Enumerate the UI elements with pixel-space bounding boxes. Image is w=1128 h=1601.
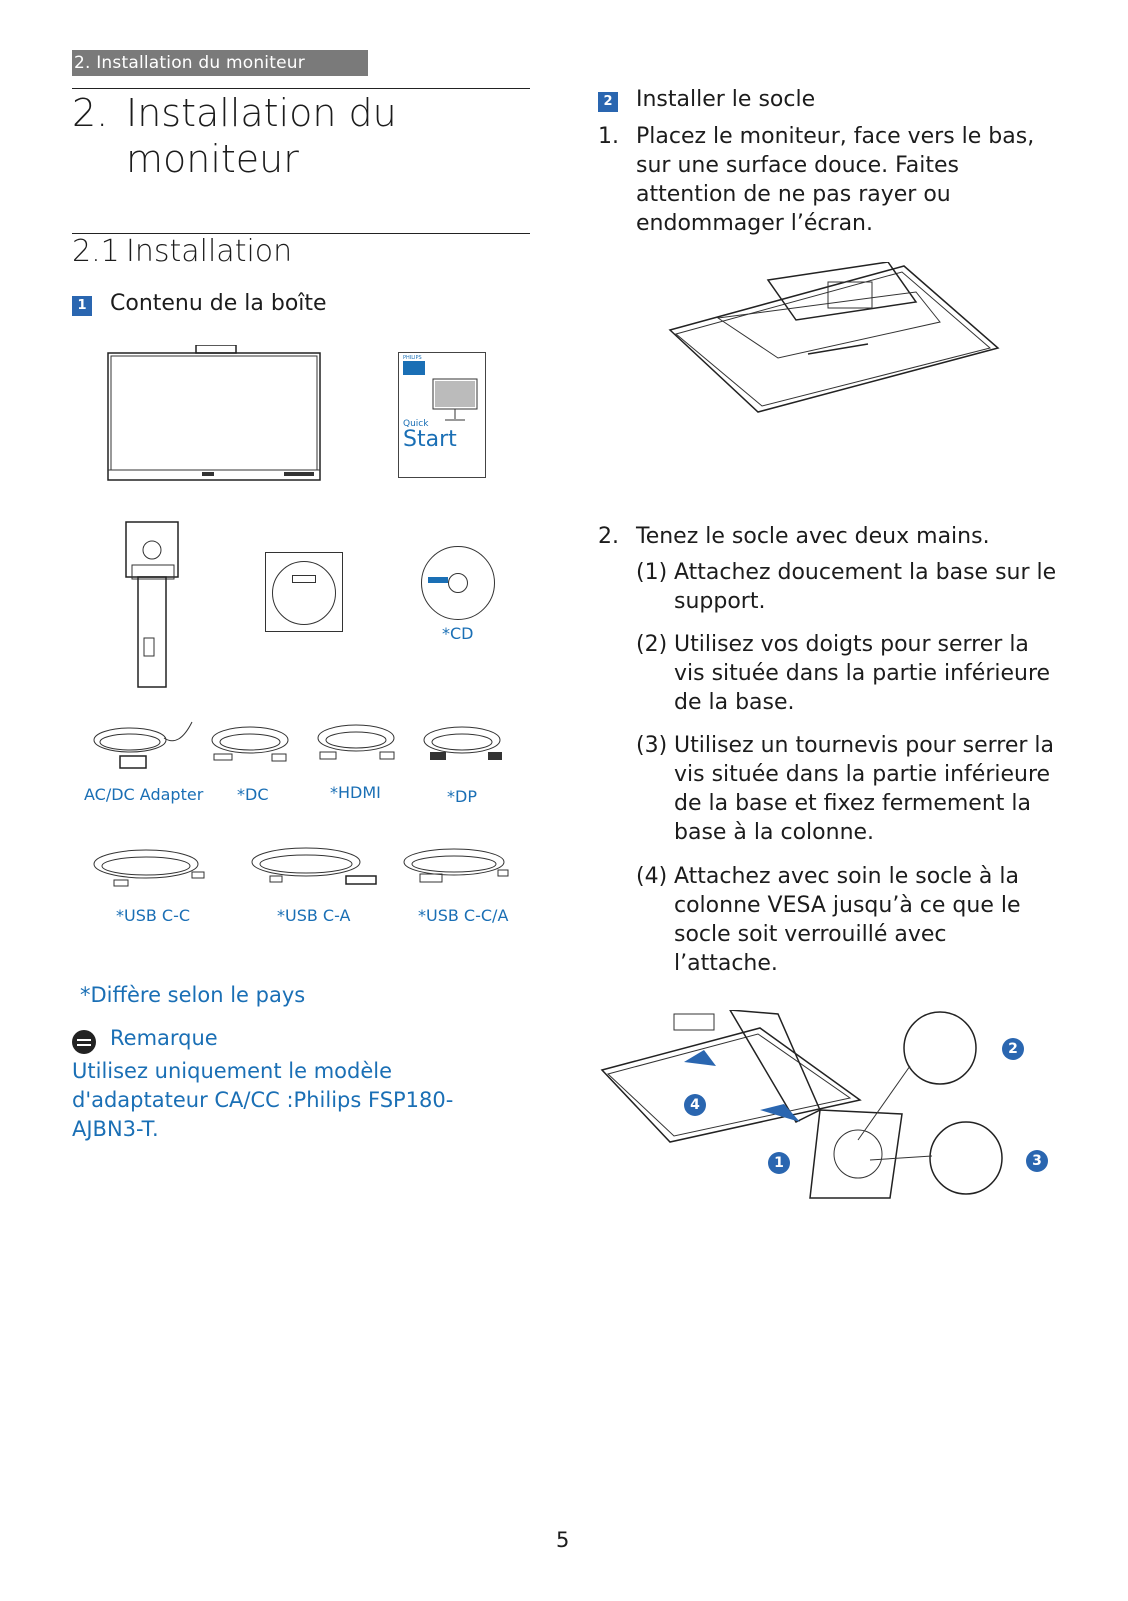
booklet-brand: PHILIPS (403, 355, 422, 361)
callout-1: 1 (768, 1152, 790, 1174)
cable-label-usb-c-a: *USB C-A (277, 906, 351, 925)
substep1-number: (1) (636, 560, 668, 585)
step1-text: Placez le moniteur, face vers le bas, su… (636, 124, 1035, 236)
section-rule (72, 233, 530, 234)
callout-2: 2 (1002, 1038, 1024, 1060)
substep1-text: Attachez doucement la base sur le suppor… (674, 560, 1057, 614)
chapter-rule (72, 88, 530, 89)
step1-number: 1. (598, 124, 619, 149)
substep3-number: (3) (636, 733, 668, 758)
booklet-start: Start (403, 427, 457, 452)
section-number: 2.1 (72, 234, 120, 269)
section-title: 2.1 Installation (72, 234, 292, 269)
substep3-text: Utilisez un tournevis pour serrer la vis… (674, 733, 1055, 845)
page-number: 5 (556, 1528, 570, 1552)
chapter-number: 2. (72, 91, 109, 135)
install-base-heading: Installer le socle (636, 87, 816, 112)
remark-title: Remarque (110, 1026, 218, 1050)
step-badge-1: 1 (72, 296, 92, 316)
monitor-face-down-illustration (668, 262, 1000, 413)
remark-text: Utilisez uniquement le modèle d'adaptate… (72, 1059, 454, 1141)
callout-3: 3 (1026, 1150, 1048, 1172)
substep2-text: Utilisez vos doigts pour serrer la vis s… (674, 632, 1051, 715)
cable-label-hdmi: *HDMI (330, 783, 381, 802)
cd-illustration (421, 546, 495, 620)
stand-column-illustration (125, 521, 179, 688)
base-illustration (265, 552, 343, 632)
header-tab: 2. Installation du moniteur (72, 50, 368, 76)
step2-number: 2. (598, 524, 619, 549)
cables-row1-illustration (93, 721, 502, 769)
substep4-number: (4) (636, 864, 668, 889)
note-icon (72, 1030, 96, 1054)
cable-label-usb-c-c: *USB C-C (116, 906, 191, 925)
cable-label-dc: *DC (237, 785, 269, 804)
cd-label: *CD (442, 624, 474, 643)
step2-text: Tenez le socle avec deux mains. (636, 524, 990, 549)
callout-4: 4 (684, 1094, 706, 1116)
section-title-text: Installation (126, 234, 293, 269)
cables-row2-illustration (93, 847, 509, 887)
substep4-text: Attachez avec soin le socle à la colonne… (674, 864, 1021, 976)
cable-label-dp: *DP (447, 787, 477, 806)
quick-start-booklet: PHILIPS Quick Start (398, 352, 486, 478)
monitor-illustration (107, 345, 321, 481)
country-note: *Diffère selon le pays (80, 983, 306, 1007)
substep2-number: (2) (636, 632, 668, 657)
cable-label-usb-c-c-a: *USB C-C/A (418, 906, 509, 925)
stand-assembly-illustration (600, 1010, 1003, 1199)
booklet-quick: Quick (403, 419, 429, 429)
box-contents-heading: Contenu de la boîte (110, 291, 327, 316)
step-badge-2: 2 (598, 92, 618, 112)
cable-label-ac-dc-adapter: AC/DC Adapter (84, 785, 204, 804)
chapter-title-text: Installation du moniteur (126, 91, 397, 181)
